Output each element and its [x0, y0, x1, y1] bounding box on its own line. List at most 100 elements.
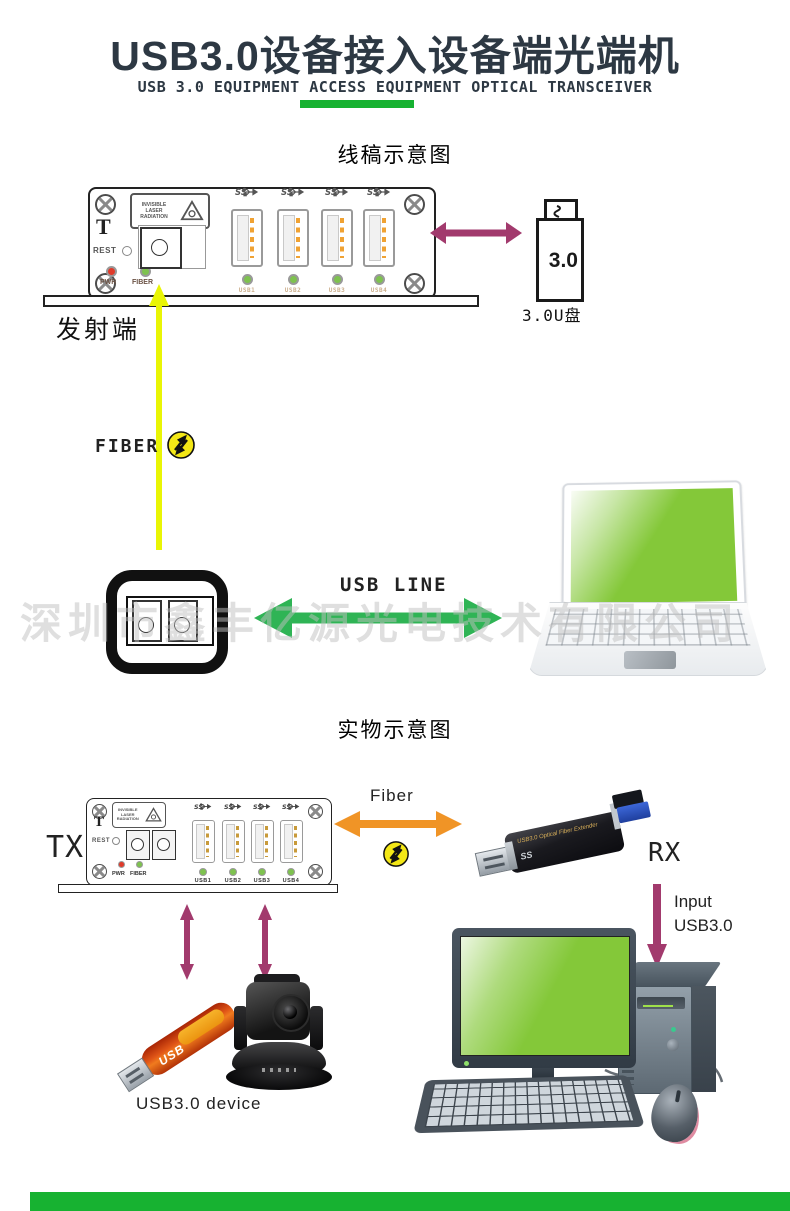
camera-indicator-lights — [262, 1068, 296, 1072]
tx-power-led-label: PWR — [112, 871, 125, 877]
usb-port-1[interactable]: SS USB1 — [225, 186, 269, 294]
usb-drive-line-art: 3.0 — [536, 218, 584, 302]
rx-label: RX — [648, 838, 682, 868]
panel-t-mark: T — [96, 214, 111, 239]
usb-receptacle — [321, 209, 353, 267]
purple-down-arrow-icon — [647, 884, 667, 968]
usb-receptacle — [221, 820, 245, 863]
tx-label: TX — [46, 830, 85, 865]
monitor-screen — [460, 936, 630, 1056]
svg-text:SS: SS — [224, 803, 233, 811]
rx-dongle-marking: USB3.0 Optical Fiber Extender — [516, 822, 599, 846]
reset-button[interactable] — [122, 246, 132, 256]
transmitter-end-label: 发射端 — [56, 316, 141, 344]
power-led — [106, 266, 117, 277]
tx-usb-port-4[interactable]: SS USB4 — [274, 802, 308, 884]
usb-port-2[interactable]: SS USB2 — [271, 186, 315, 294]
usb-port-3[interactable]: SS USB3 — [315, 186, 359, 294]
tx-usb-port-1[interactable]: SS USB1 — [186, 802, 220, 884]
tx-usb-port-2[interactable]: SS USB2 — [216, 802, 250, 884]
svg-text:SS: SS — [194, 803, 203, 811]
flash-drive-label-sticker — [175, 1006, 227, 1048]
purple-vertical-arrow-icon — [258, 904, 272, 980]
tx-fiber-led-label: FIBER — [130, 871, 147, 877]
flash-drive-usb-text: USB — [156, 1041, 188, 1069]
usb-port-led — [373, 274, 385, 285]
rx-dongle-image: USB3.0 Optical Fiber Extender SS — [466, 786, 666, 898]
svg-text:SS: SS — [235, 188, 247, 198]
subtitle-accent-bar — [300, 100, 414, 108]
superspeed-usb-icon: SS — [281, 187, 305, 198]
usb-receptacle — [231, 209, 263, 267]
laptop-keyboard — [545, 609, 751, 646]
usb-port-4[interactable]: SS USB4 — [357, 186, 401, 294]
tower-led — [671, 1027, 676, 1032]
rx-dongle-ss-mark: SS — [519, 849, 534, 862]
tx-reset-button[interactable] — [112, 837, 120, 845]
usb-contact-squiggle — [553, 205, 561, 218]
purple-double-arrow-icon — [430, 222, 522, 244]
usb-port-led — [287, 274, 299, 285]
usb-receptacle — [277, 209, 309, 267]
usb-port-label: USB4 — [282, 878, 300, 884]
fiber-line-yellow — [149, 284, 169, 550]
superspeed-usb-icon: SS — [367, 187, 391, 198]
usb-port-label: USB1 — [194, 878, 212, 884]
usb-receptacle — [250, 820, 274, 863]
superspeed-usb-icon: SS — [282, 803, 300, 811]
usb-port-label: USB2 — [284, 287, 302, 294]
rx-dongle-body: USB3.0 Optical Fiber Extender SS — [503, 810, 626, 874]
tx-t-mark: T — [94, 814, 105, 830]
orange-double-arrow-icon — [334, 811, 462, 837]
camera-arm — [234, 1006, 247, 1050]
tower-side — [690, 986, 716, 1092]
tx-usb-port-3[interactable]: SS USB3 — [245, 802, 279, 884]
tx-reset-label: REST — [92, 838, 111, 844]
usb-port-label: USB3 — [253, 878, 271, 884]
ptz-camera-image — [226, 972, 332, 1096]
usb-receptacle — [363, 209, 395, 267]
svg-text:SS: SS — [253, 803, 262, 811]
usb-port-label: USB3 — [328, 287, 346, 294]
laptop-image — [528, 474, 768, 682]
screw-icon — [92, 864, 107, 879]
screw-icon — [92, 804, 107, 819]
fiber-link-label: Fiber — [370, 786, 414, 805]
svg-text:SS: SS — [325, 188, 337, 198]
screw-icon — [404, 194, 425, 215]
usb-port-led — [199, 868, 207, 876]
usb-port-led — [258, 868, 266, 876]
laptop-base — [528, 602, 768, 676]
usb-port-led — [229, 868, 237, 876]
superspeed-usb-icon: SS — [224, 803, 242, 811]
page-subtitle: USB 3.0 EQUIPMENT ACCESS EQUIPMENT OPTIC… — [137, 78, 653, 96]
superspeed-usb-icon: SS — [253, 803, 271, 811]
input-label-line2: USB3.0 — [674, 916, 733, 935]
tx-panel-base — [58, 884, 338, 893]
ferrule-a — [138, 617, 154, 633]
tower-power-button[interactable] — [667, 1039, 679, 1051]
monitor-power-led — [464, 1061, 469, 1066]
screw-icon — [95, 194, 116, 215]
fiber-label: FIBER — [95, 436, 160, 457]
usb-line-label: USB LINE — [340, 574, 448, 596]
svg-text:SS: SS — [282, 803, 291, 811]
camera-arm — [310, 1006, 323, 1050]
svg-text:SS: SS — [367, 188, 379, 198]
screw-icon — [404, 273, 425, 294]
usb-port-led — [287, 868, 295, 876]
usb-receptacle — [191, 820, 215, 863]
tower-dvd-drive — [637, 997, 685, 1009]
camera-lens — [272, 994, 310, 1032]
laser-warning-plate: INVISIBLE LASER RADIATION — [130, 193, 210, 229]
tx-laser-warning-text: INVISIBLE LASER RADIATION — [116, 807, 139, 822]
tx-power-led — [118, 861, 125, 868]
usb-port-label: USB1 — [238, 287, 256, 294]
usb-device-label: USB3.0 device — [136, 1094, 262, 1113]
superspeed-usb-icon: SS — [325, 187, 349, 198]
physical-section-heading: 实物示意图 — [337, 719, 453, 742]
monitor-image — [452, 928, 636, 1068]
superspeed-usb-icon: SS — [194, 803, 212, 811]
laser-warning-icon — [145, 807, 163, 822]
